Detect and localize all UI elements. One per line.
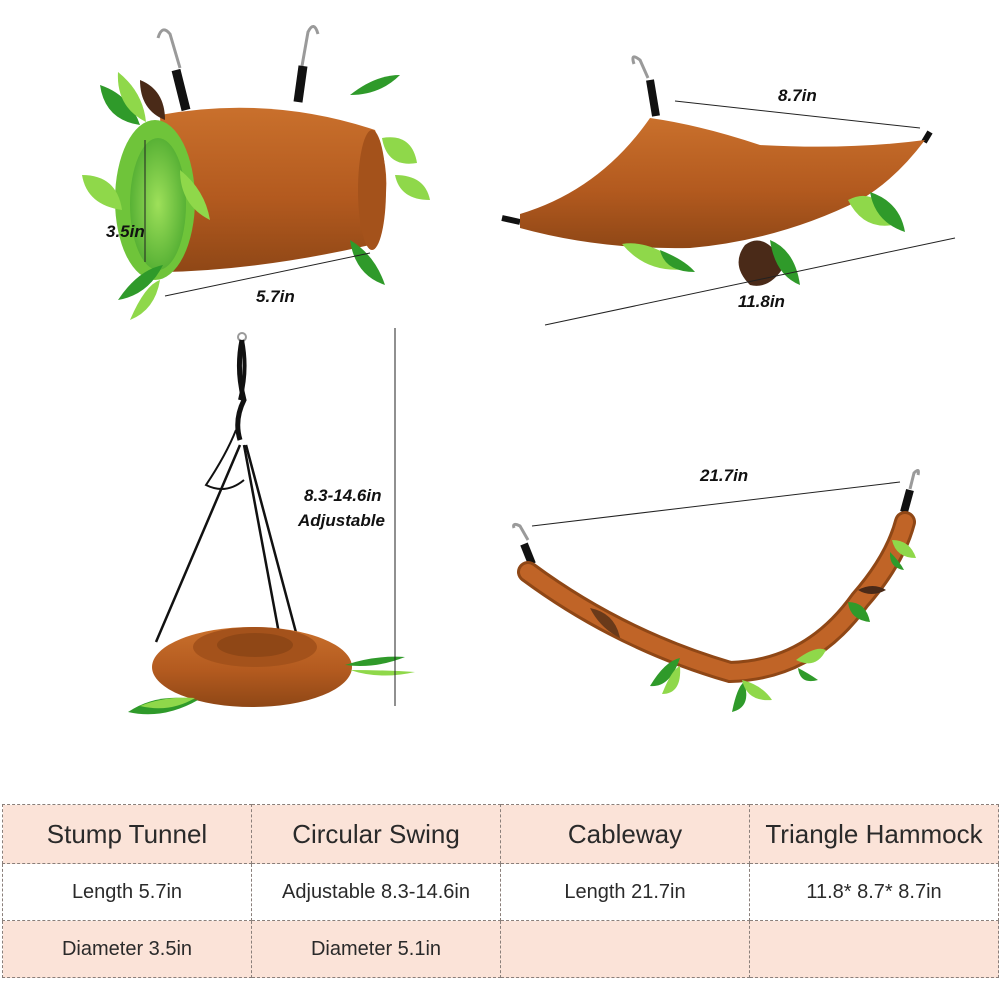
stump-tunnel bbox=[82, 25, 430, 320]
hammock-bottom-label: 11.8in bbox=[738, 292, 785, 311]
header-triangle-hammock: Triangle Hammock bbox=[749, 804, 999, 864]
hook-icon bbox=[512, 522, 536, 566]
product-illustration: 3.5in 5.7in 8.7in 11.8in 8.3-14.6in Adju… bbox=[82, 25, 956, 715]
hook-icon bbox=[156, 28, 191, 112]
swing-adjustable-label: Adjustable bbox=[298, 511, 385, 530]
table-cell: Diameter 3.5in bbox=[2, 920, 252, 978]
circular-swing bbox=[128, 328, 415, 715]
table-cell: Length 5.7in bbox=[2, 863, 252, 921]
swing-height-label: 8.3-14.6in bbox=[304, 486, 382, 505]
hammock-top-label: 8.7in bbox=[778, 86, 817, 105]
table-header-row: Stump Tunnel Circular Swing Cableway Tri… bbox=[2, 804, 999, 864]
hook-icon bbox=[293, 25, 320, 103]
table-cell: 11.8* 8.7* 8.7in bbox=[749, 863, 999, 921]
header-stump-tunnel: Stump Tunnel bbox=[2, 804, 252, 864]
table-row: Diameter 3.5in Diameter 5.1in bbox=[2, 920, 999, 978]
triangle-hammock bbox=[501, 55, 956, 326]
table-row: Length 5.7in Adjustable 8.3-14.6in Lengt… bbox=[2, 863, 999, 921]
cableway bbox=[512, 468, 920, 712]
table-cell bbox=[749, 920, 999, 978]
hook-icon bbox=[900, 468, 920, 514]
table-cell: Diameter 5.1in bbox=[251, 920, 501, 978]
tunnel-length-label: 5.7in bbox=[256, 287, 295, 306]
table-cell bbox=[500, 920, 750, 978]
spec-table: Stump Tunnel Circular Swing Cableway Tri… bbox=[2, 804, 999, 978]
cableway-length-label: 21.7in bbox=[700, 466, 749, 485]
hook-icon bbox=[631, 55, 660, 117]
header-cableway: Cableway bbox=[500, 804, 750, 864]
header-circular-swing: Circular Swing bbox=[251, 804, 501, 864]
tunnel-diameter-label: 3.5in bbox=[106, 222, 145, 241]
table-cell: Adjustable 8.3-14.6in bbox=[251, 863, 501, 921]
table-cell: Length 21.7in bbox=[500, 863, 750, 921]
